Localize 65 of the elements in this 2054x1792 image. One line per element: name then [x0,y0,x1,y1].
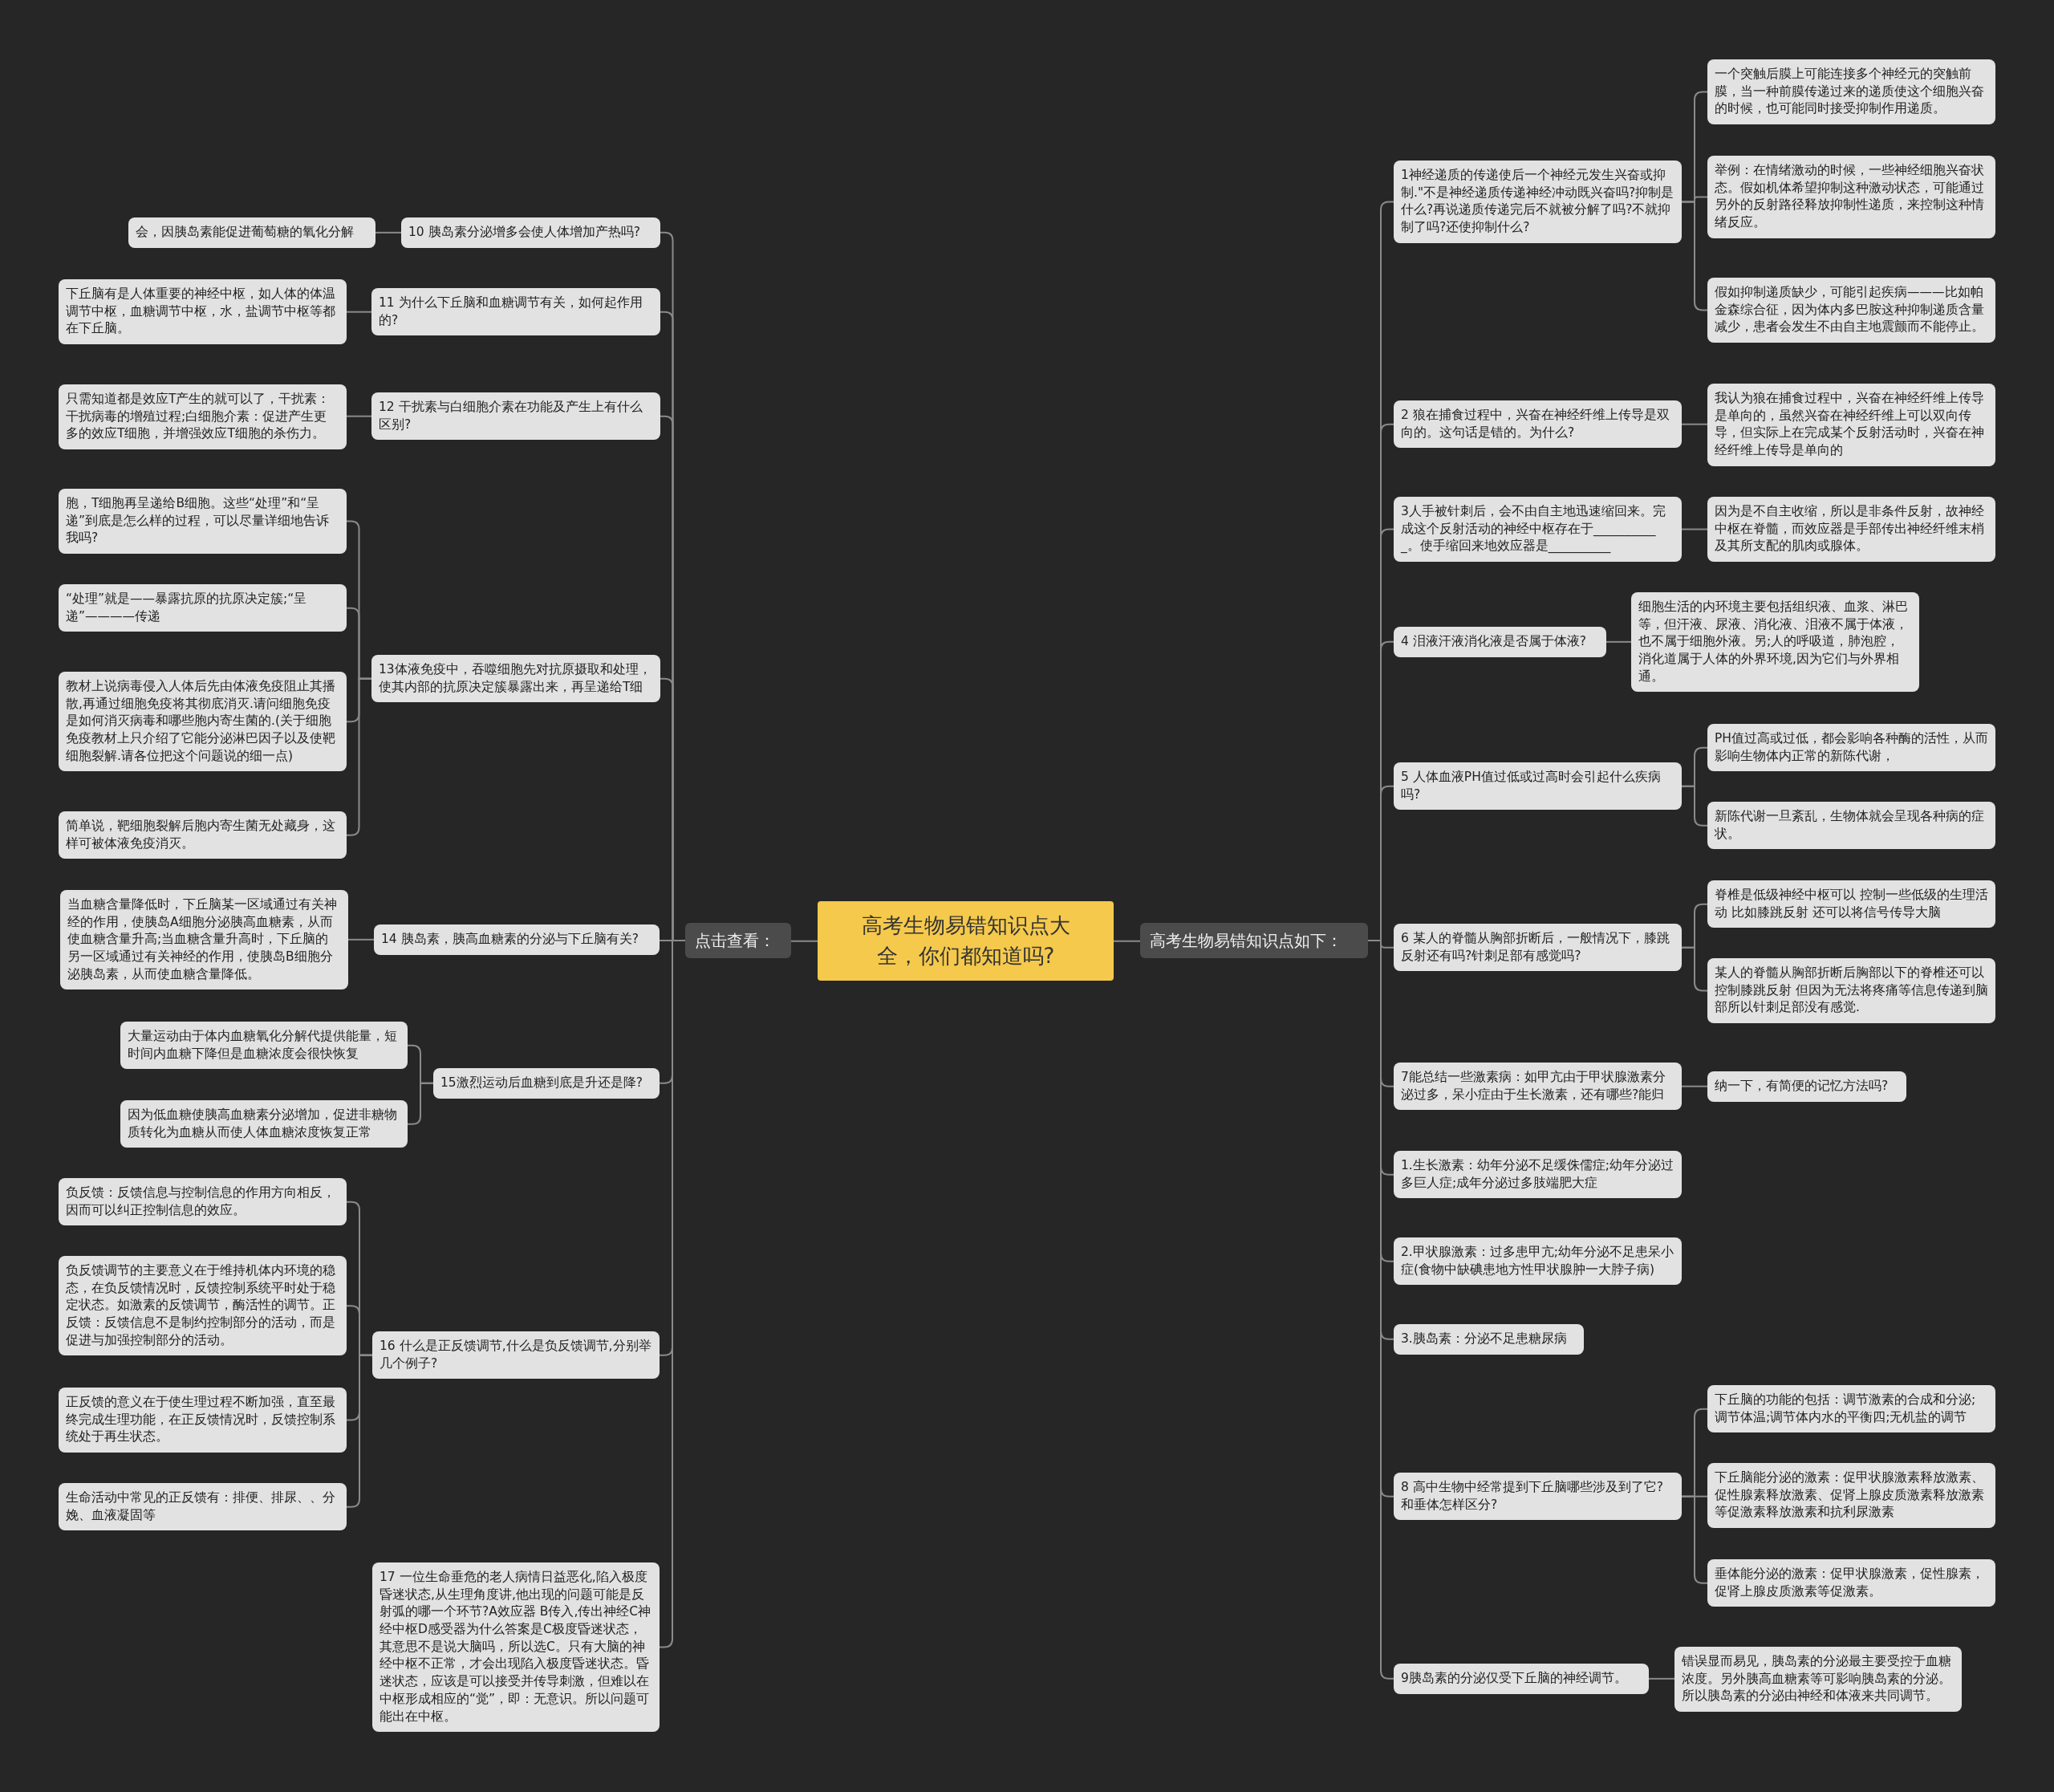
question-card: 6 某人的脊髓从胸部折断后，一般情况下，膝跳反射还有吗?针刺足部有感觉吗? [1394,924,1682,972]
answer-card: 会，因胰岛素能促进葡萄糖的氧化分解 [128,217,375,248]
question-card: 3.胰岛素：分泌不足患糖尿病 [1394,1324,1584,1355]
question-card: 7能总结一些激素病：如甲亢由于甲状腺激素分泌过多，呆小症由于生长激素，还有哪些?能归 [1394,1063,1682,1111]
answer-card: 某人的脊髓从胸部折断后胸部以下的脊椎还可以控制膝跳反射 但因为无法将疼痛等信息传递到脑部所以针刺足部没有感觉. [1707,958,1995,1024]
answer-card: PH值过高或过低，都会影响各种酶的活性，从而影响生物体内正常的新陈代谢， [1707,724,1995,772]
question-card: 11 为什么下丘脑和血糖调节有关，如何起作用的? [371,288,660,336]
question-card: 1神经递质的传递使后一个神经元发生兴奋或抑制."不是神经递质传递神经冲动既兴奋吗?抑制是什么?再说递质传递完后不就被分解了吗?不就抑制了吗?还使抑制什么? [1394,161,1682,243]
question-card: 2 狼在捕食过程中，兴奋在神经纤维上传导是双向的。这句话是错的。为什么? [1394,400,1682,449]
connector-line [790,940,818,942]
question-card: 4 泪液汗液消化液是否属于体液? [1394,627,1606,657]
question-card: 14 胰岛素，胰高血糖素的分泌与下丘脑有关? [374,924,660,955]
connector-line [1681,785,1708,827]
answer-card: 大量运动由于体内血糖氧化分解代提供能量，短时间内血糖下降但是血糖浓度会很快恢复 [120,1022,408,1070]
question-card: 17 一位生命垂危的老人病情日益恶化,陷入极度昏迷状态,从生理角度讲,他出现的问题可能是反射弧的哪一个环节?A效应器 B传入,传出神经C神经中枢D感受器为什么答案是C极度昏迷状态，其意思不是说大脑吗，所以选C。只有大脑的神经中枢不正常，才会出现陷入极度昏迷状态。昏迷状态，应该是可以接受并传导刺激，但难以在中枢形成相应的“觉”，即：无意识。所以问题可能出在中枢。 [372,1562,660,1733]
answer-card: 假如抑制递质缺少，可能引起疾病———比如帕金森综合征，因为体内多巴胺这种抑制递质含量减少，患者会发生不由自主地震颤而不能停止。 [1707,278,1995,343]
answer-card: 下丘脑的功能的包括：调节激素的合成和分泌;调节体温;调节体内水的平衡四;无机盐的调节 [1707,1385,1995,1433]
answer-card: 胞，T细胞再呈递给B细胞。这些“处理”和“呈递”到底是怎么样的过程，可以尽量详细地告诉我吗? [59,489,347,555]
connector-line [1113,940,1141,942]
answer-card: 细胞生活的内环境主要包括组织液、血浆、淋巴等，但汗液、尿液、消化液、泪液不属于体液，也不属于细胞外液。另;人的呼吸道，肺泡腔，消化道属于人体的外界环境,因为它们与外界相通。 [1631,592,1919,693]
question-card: 2.甲状腺激素：过多患甲亢;幼年分泌不足患呆小症(食物中缺碘患地方性甲状腺肿一大脖子病) [1394,1237,1682,1286]
question-card: 16 什么是正反馈调节,什么是负反馈调节,分别举几个例子? [372,1331,660,1380]
answer-card: 垂体能分泌的激素：促甲状腺激素，促性腺素，促肾上腺皮质激素等促激素。 [1707,1559,1995,1607]
answer-card: 一个突触后膜上可能连接多个神经元的突触前膜，当一种前膜传递过来的递质使这个细胞兴奋的时候，也可能同时接受抑制作用递质。 [1707,59,1995,125]
answer-card: 下丘脑有是人体重要的神经中枢，如人体的体温调节中枢，血糖调节中枢，水，盐调节中枢等都在下丘脑。 [59,279,347,345]
answer-card: 教材上说病毒侵入人体后先由体液免疫阻止其播散,再通过细胞免疫将其彻底消灭.请问细胞免疫是如何消灭病毒和哪些胞内寄生菌的.(关于细胞免疫教材上只介绍了它能分泌淋巴因子以及使靶细胞裂解.请各位把这个问题说的细一点) [59,672,347,772]
answer-card: 简单说，靶细胞裂解后胞内寄生菌无处藏身，这样可被体液免疫消灭。 [59,811,347,859]
answer-card: 新陈代谢一旦紊乱，生物体就会呈现各种病的症状。 [1707,802,1995,850]
answer-card: 当血糖含量降低时，下丘脑某一区域通过有关神经的作用，使胰岛A细胞分泌胰高血糖素，从而使血糖含量升高;当血糖含量升高时，下丘脑的另一区域通过有关神经的作用，使胰岛B细胞分泌胰岛素，从而使血糖含量降低。 [60,890,348,990]
question-card: 5 人体血液PH值过低或过高时会引起什么疾病吗? [1394,762,1682,811]
question-card: 3人手被针刺后，会不由自主地迅速缩回来。完成这个反射活动的神经中枢存在于___________。使手缩回来地效应器是__________ [1394,497,1682,563]
branch-topic: 高考生物易错知识点如下： [1140,923,1368,958]
answer-card: 负反馈：反馈信息与控制信息的作用方向相反，因而可以纠正控制信息的效应。 [59,1178,347,1226]
connector-line [1605,640,1632,643]
question-card: 9胰岛素的分泌仅受下丘脑的神经调节。 [1394,1664,1649,1694]
answer-card: 我认为狼在捕食过程中，兴奋在神经纤维上传导是单向的，虽然兴奋在神经纤维上可以双向传导，但实际上在完成某个反射活动时，兴奋在神经纤维上传导是单向的 [1707,384,1995,466]
connector-line [1681,1085,1708,1087]
answer-card: 只需知道都是效应T产生的就可以了，干扰素：干扰病毒的增殖过程;白细胞介素：促进产生更多的效应T细胞，并增强效应T细胞的杀伤力。 [59,384,347,450]
answer-card: 纳一下，有简便的记忆方法吗? [1707,1071,1906,1102]
answer-card: 正反馈的意义在于使生理过程不断加强，直至最终完成生理功能，在正反馈情况时，反馈控制系统处于再生状态。 [59,1388,347,1453]
answer-card: 脊椎是低级神经中枢可以 控制一些低级的生理活动 比如膝跳反射 还可以将信号传导大脑 [1707,880,1995,929]
answer-card: 错误显而易见，胰岛素的分泌最主要受控于血糖浓度。另外胰高血糖素等可影响胰岛素的分泌。所以胰岛素的分泌由神经和体液来共同调节。 [1674,1647,1962,1713]
answer-card: 下丘脑能分泌的激素：促甲状腺激素释放激素、促性腺素释放激素、促肾上腺皮质激素释放激素等促激素释放激素和抗利尿激素 [1707,1463,1995,1529]
connector-line [346,415,372,417]
answer-card: 因为是不自主收缩，所以是非条件反射，故神经中枢在脊髓，而效应器是手部传出神经纤维末梢及其所支配的肌肉或腺体。 [1707,497,1995,563]
question-card: 12 干扰素与白细胞介素在功能及产生上有什么区别? [371,392,660,441]
answer-card: 举例：在情绪激动的时候，一些神经细胞兴奋状态。假如机体希望抑制这种激动状态，可能通过另外的反射路径释放抑制性递质，来控制这种情绪反应。 [1707,156,1995,238]
question-card: 13体液免疫中，吞噬细胞先对抗原摄取和处理，使其内部的抗原决定簇暴露出来，再呈递给T细 [371,655,660,703]
central-topic: 高考生物易错知识点大全，你们都知道吗? [818,901,1114,981]
question-card: 8 高中生物中经常提到下丘脑哪些涉及到了它?和垂体怎样区分? [1394,1473,1682,1521]
answer-card: 生命活动中常见的正反馈有：排便、排尿、、分娩、血液凝固等 [59,1483,347,1531]
question-card: 15激烈运动后血糖到底是升还是降? [433,1068,660,1099]
answer-card: “处理”就是——暴露抗原的抗原决定簇;“呈递”————传递 [59,584,347,632]
question-card: 10 胰岛素分泌增多会使人体增加产热吗? [401,217,660,248]
connector-line [375,231,402,234]
connector-line [407,1082,434,1125]
question-card: 1.生长激素：幼年分泌不足缓侏儒症;幼年分泌过多巨人症;成年分泌过多肢端肥大症 [1394,1151,1682,1199]
connector-line [346,311,372,313]
connector-line [1681,528,1708,530]
connector-line [347,938,375,941]
connector-line [1681,423,1708,425]
branch-topic: 点击查看： [685,923,791,958]
answer-card: 负反馈调节的主要意义在于维持机体内环境的稳态，在负反馈情况时，反馈控制系统平时处于稳定状态。如激素的反馈调节，酶活性的调节。正反馈：反馈信息不是制约控制部分的活动，而是促进与加强控制部分的活动。 [59,1256,347,1356]
answer-card: 因为低血糖使胰高血糖素分泌增加，促进非糖物质转化为血糖从而使人体血糖浓度恢复正常 [120,1100,408,1148]
connector-line [1648,1677,1675,1680]
